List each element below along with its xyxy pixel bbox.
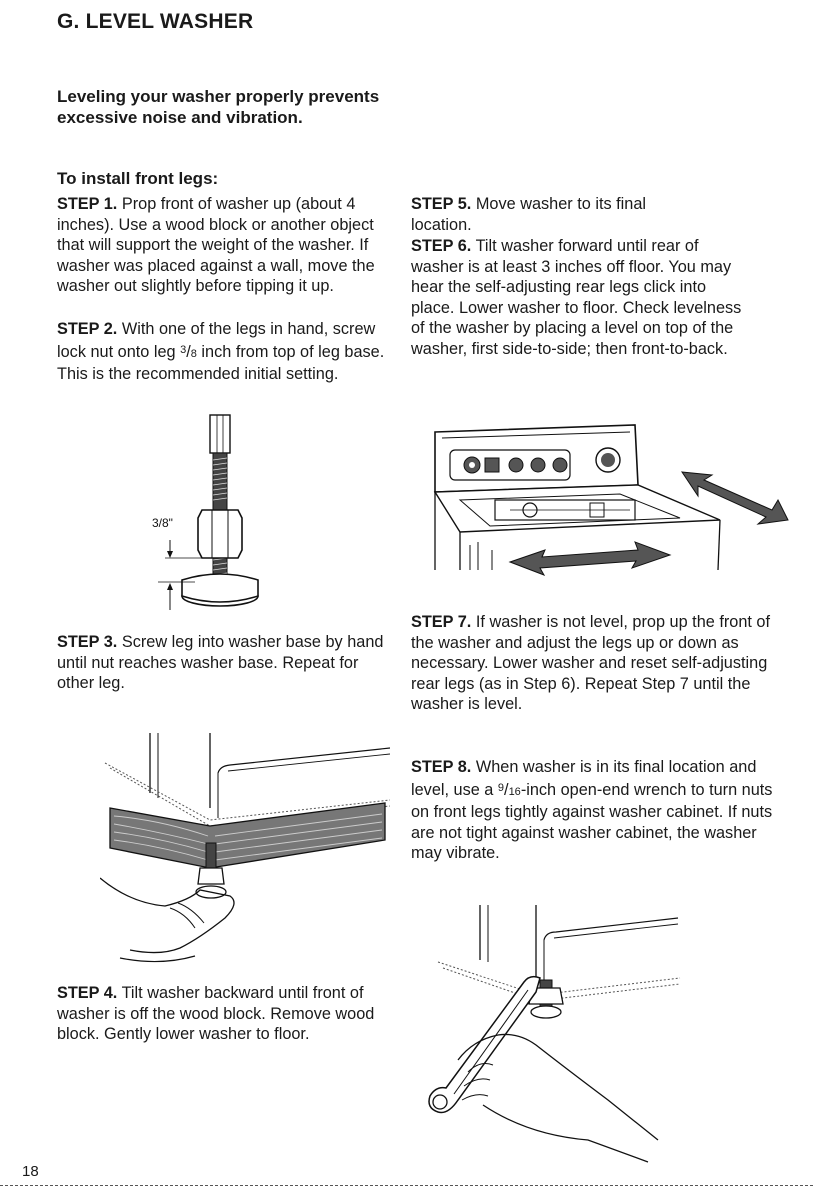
step-4: STEP 4. Tilt washer backward until front… [57,983,387,1045]
leg-illustration: 3/8" [140,410,290,615]
step-3: STEP 3. Screw leg into washer base by ha… [57,632,387,694]
front-legs-heading: To install front legs: [57,169,219,188]
step-8-label: STEP 8. [411,758,472,776]
washer-level-drawing [433,424,789,576]
step-3-text: Screw leg into washer base by hand until… [57,633,384,693]
step-7-label: STEP 7. [411,613,472,631]
leg-drawing: 3/8" [152,414,259,610]
step-4-label: STEP 4. [57,984,118,1002]
step-6-label: STEP 6. [411,237,472,255]
step-2-frac-num: 3 [180,343,187,356]
step-1-text: Prop front of washer up (about 4 inches)… [57,195,375,296]
step-7: STEP 7. If washer is not level, prop up … [411,612,771,715]
wrench-illustration [418,900,698,1165]
step-5: STEP 5. Move washer to its final locatio… [411,194,701,235]
step-8-text-a: When washer is in its final location and… [411,758,757,799]
step-2-label: STEP 2. [57,320,118,338]
step-6-text: Tilt washer forward until rear of washer… [411,237,742,358]
step-8-text-b: -inch open-end wrench to turn nuts on fr… [411,780,773,863]
intro-text: Leveling your washer properly prevents e… [57,87,380,127]
step-2-text-b: inch from top of leg base. This is the r… [57,342,385,384]
step-5-label: STEP 5. [411,195,472,213]
wood-block-drawing [100,733,390,963]
step-2-frac-den: 8 [190,347,197,360]
step-5-text: Move washer to its final location. [411,195,646,234]
step-7-text: If washer is not level, prop up the fron… [411,613,771,714]
wood-block-illustration [100,728,390,968]
page-number: 18 [22,1163,39,1180]
bottom-rule [0,1185,813,1188]
step-4-text: Tilt washer backward until front of wash… [57,984,375,1044]
step-8-frac-num: 9 [497,781,505,794]
step-1-label: STEP 1. [57,195,118,213]
leg-dimension-label: 3/8" [152,516,173,530]
step-6: STEP 6. Tilt washer forward until rear o… [411,236,751,360]
section-title: G. LEVEL WASHER [57,10,254,33]
step-1: STEP 1. Prop front of washer up (about 4… [57,194,397,297]
washer-level-illustration [420,420,810,580]
step-3-label: STEP 3. [57,633,118,651]
step-8: STEP 8. When washer is in its final loca… [411,758,773,863]
step-2-text-a: With one of the legs in hand, screw lock… [57,320,376,361]
wrench-drawing [428,905,681,1163]
step-8-frac-den: 16 [508,785,521,798]
step-2: STEP 2. With one of the legs in hand, sc… [57,320,385,384]
